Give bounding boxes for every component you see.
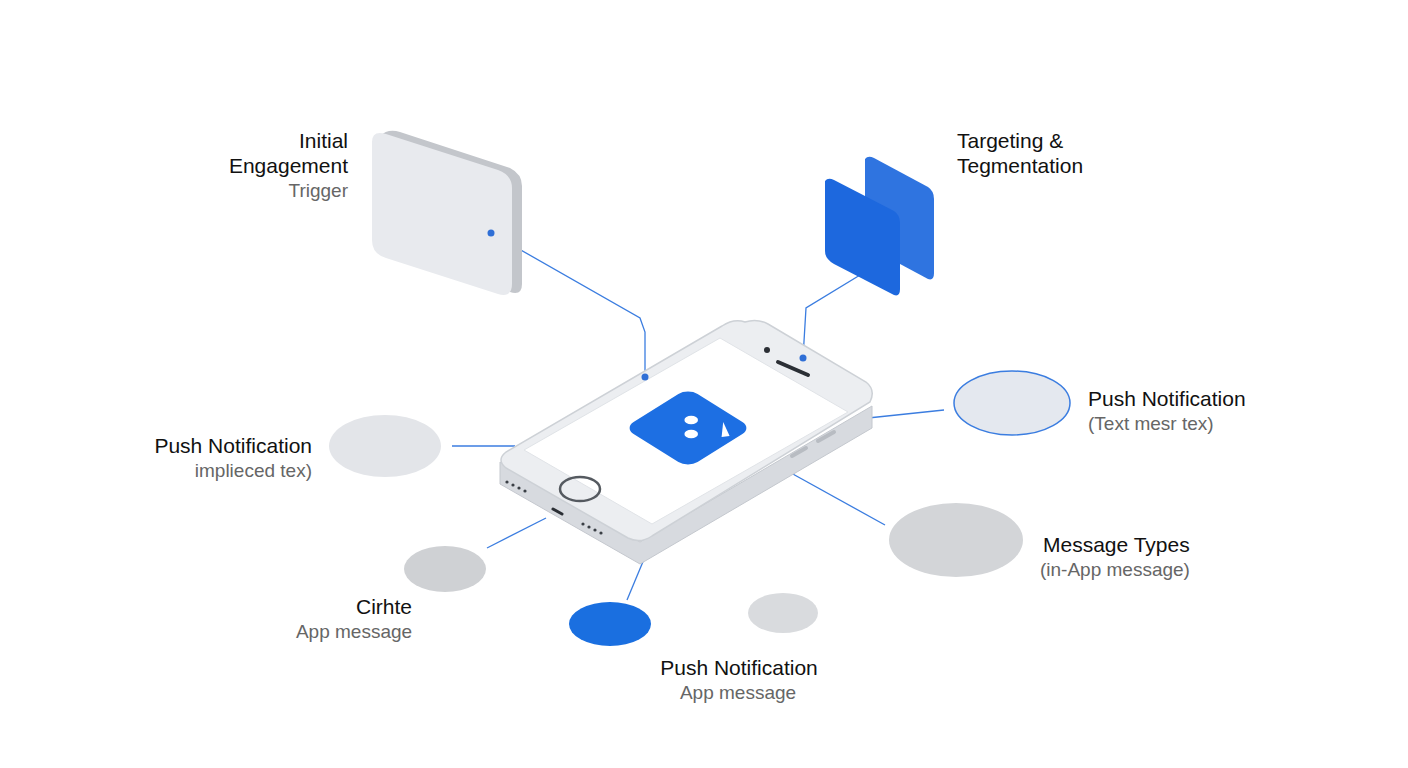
shape-label: Targeting & Tegmentation <box>957 128 1107 178</box>
shape-sublabel: implieced tex) <box>195 458 312 483</box>
shape-sublabel: App message <box>680 680 796 705</box>
labelled-shape: Initial EngagementTrigger <box>370 128 530 300</box>
labelled-shape: Push Notification(Text mesr tex) <box>952 370 1072 436</box>
shape <box>889 503 1023 577</box>
shape-label: Push Notification <box>154 433 312 458</box>
labelled-shape: Targeting & Tegmentation <box>820 155 940 301</box>
shape <box>404 546 486 592</box>
shape-label: Message Types <box>1043 532 1190 557</box>
shape-label: Initial Engagement <box>208 128 348 178</box>
labelled-shape: CirhteApp message <box>404 546 486 592</box>
shape-label: Cirhte <box>356 594 412 619</box>
shape <box>329 415 441 477</box>
leader-line <box>868 410 944 418</box>
shape <box>952 370 1072 436</box>
shape <box>569 602 651 646</box>
decor-circle <box>748 593 818 633</box>
leader-line <box>452 445 515 446</box>
leader-line <box>803 272 865 358</box>
shape <box>820 155 940 301</box>
leader-lines <box>452 233 944 600</box>
shape-label: Push Notification <box>1088 386 1246 411</box>
labelled-shape: Push NotificationApp message <box>569 602 651 646</box>
shape-sublabel: Trigger <box>289 178 348 203</box>
labelled-shape: Message Types(in-App message) <box>889 503 1023 577</box>
shape-sublabel: (in-App message) <box>1040 557 1190 582</box>
labelled-shape: Push Notificationimplieced tex) <box>329 415 441 477</box>
leader-line <box>487 518 546 548</box>
shape-sublabel: App message <box>296 619 412 644</box>
shape-sublabel: (Text mesr tex) <box>1088 411 1214 436</box>
shape-label: Push Notification <box>660 655 818 680</box>
shape <box>370 128 530 300</box>
phone <box>500 320 872 564</box>
leader-line <box>782 468 885 525</box>
